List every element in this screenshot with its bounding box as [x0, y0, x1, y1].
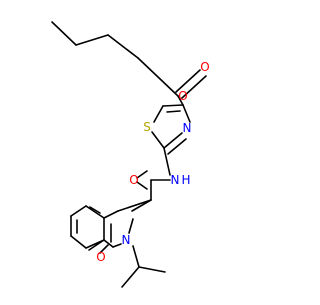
bond-14 [163, 147, 171, 176]
bond-7 [162, 104, 184, 107]
bond-38 [99, 244, 109, 254]
bond-5 [181, 75, 207, 99]
bond-25 [103, 210, 119, 219]
atom-h-amide: H [181, 173, 190, 187]
bond-33 [70, 235, 87, 249]
bond-13 [182, 104, 191, 123]
bond-1 [75, 34, 109, 46]
atom-label-layer: O O S N N H O N O [96, 60, 209, 264]
bond-37 [121, 266, 140, 288]
bond-36 [138, 266, 166, 273]
bond-layer [51, 21, 207, 288]
bond-10 [151, 131, 165, 149]
atom-o-ether-ester: O [178, 89, 187, 103]
bond-4 [175, 69, 201, 93]
bond-17 [136, 181, 148, 190]
bond-21 [112, 243, 122, 248]
bond-6 [177, 95, 184, 106]
bond-9 [153, 105, 164, 123]
bond-28 [85, 205, 105, 219]
bond-35 [132, 245, 140, 268]
atom-s-thiazole: S [143, 120, 151, 134]
molecule-structure-diagram: O O S N N H O N O [51, 21, 210, 288]
bond-34 [85, 239, 105, 249]
molecule-svg: O O S N N H O N O [51, 21, 210, 288]
bond-11 [163, 132, 183, 149]
bond-12 [167, 138, 187, 155]
bond-3 [137, 57, 179, 97]
atom-n-amide: N [171, 173, 180, 187]
bond-29 [89, 206, 101, 214]
bond-20 [128, 218, 134, 234]
atom-n-thiazole: N [183, 121, 192, 135]
atom-o-carbonyl-ester: O [200, 60, 209, 74]
bond-0 [51, 21, 77, 46]
atom-o-ring: O [96, 250, 105, 264]
bond-30 [70, 205, 87, 217]
bond-8 [166, 110, 181, 113]
atom-n-ring: N [122, 233, 131, 247]
atom-o-amide: O [129, 173, 138, 187]
bond-2 [107, 34, 139, 59]
bond-26 [117, 199, 152, 212]
bond-22 [103, 239, 114, 248]
bond-16 [136, 170, 148, 179]
